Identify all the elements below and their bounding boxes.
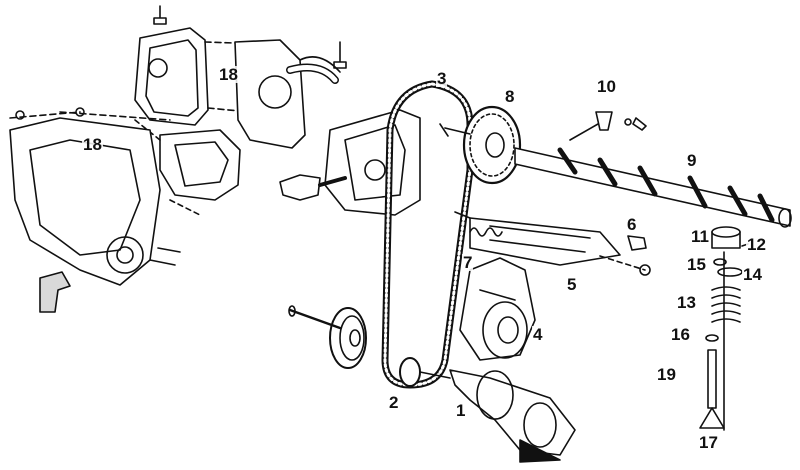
camshaft-sprocket	[462, 105, 522, 185]
rocker-shaft-assembly	[454, 211, 651, 276]
retaining-clip	[627, 235, 647, 251]
callout-6: 6	[626, 215, 638, 234]
callout-15: 15	[686, 255, 707, 274]
crankshaft-sprocket	[399, 357, 451, 387]
callout-8: 8	[504, 87, 516, 106]
thrust-plate	[569, 111, 647, 141]
callout-3: 3	[436, 69, 448, 88]
callout-4: 4	[532, 325, 544, 344]
tensioner-spring	[469, 227, 503, 237]
callout-16: 16	[670, 325, 691, 344]
sprocket-bolt	[439, 123, 471, 137]
lower-timing-cover	[134, 119, 241, 216]
callout-2: 2	[388, 393, 400, 412]
callout-18-lower: 18	[82, 135, 103, 154]
callout-13: 13	[676, 293, 697, 312]
water-pump	[459, 257, 536, 361]
callout-7: 7	[462, 253, 474, 272]
callout-12: 12	[746, 235, 767, 254]
callout-1: 1	[455, 401, 467, 420]
callout-10: 10	[596, 77, 617, 96]
callout-5: 5	[566, 275, 578, 294]
callout-9: 9	[686, 151, 698, 170]
crankshaft-pulley	[288, 305, 367, 369]
upper-timing-cover	[134, 5, 266, 126]
camshaft	[514, 147, 792, 228]
valve-train-stack	[699, 226, 749, 431]
callout-17: 17	[698, 433, 719, 452]
callout-14: 14	[742, 265, 763, 284]
left-cover-panel	[9, 107, 181, 286]
callout-11: 11	[690, 227, 710, 246]
callout-19: 19	[656, 365, 677, 384]
cylinder-head-section	[279, 109, 421, 216]
small-bracket	[39, 271, 71, 313]
callout-18-upper: 18	[218, 65, 239, 84]
crankshaft	[449, 369, 576, 463]
inner-timing-cover	[234, 39, 347, 149]
